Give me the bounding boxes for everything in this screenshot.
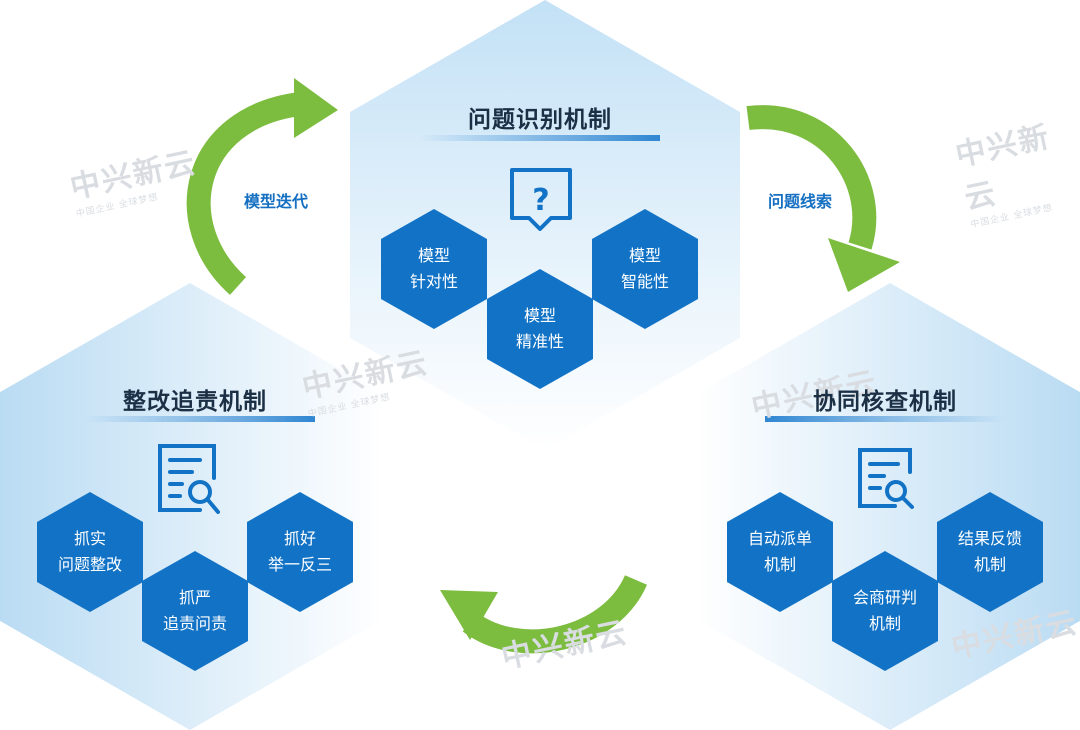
- right-cell-2-hexagon: [832, 551, 938, 671]
- left-cell-3-label: 抓好举一反三: [267, 529, 332, 574]
- left-cell-3-hexagon: [247, 492, 353, 612]
- feedback-loop-arrow: [440, 574, 648, 654]
- top-cell-1-label: 模型针对性: [409, 246, 458, 291]
- top-section-title: 问题识别机制: [468, 107, 612, 133]
- top-cell-1-hexagon: [381, 209, 487, 329]
- svg-text:?: ?: [532, 183, 549, 218]
- document-search-icon: [858, 448, 914, 509]
- model-iteration-arrow: [186, 78, 338, 295]
- top-cell-3-hexagon: [592, 209, 698, 329]
- right-cell-3-label: 结果反馈机制: [957, 529, 1022, 574]
- question-icon: ?: [510, 168, 572, 231]
- left-section-title: 整改追责机制: [123, 389, 267, 415]
- left-cell-1-label: 抓实问题整改: [57, 529, 122, 574]
- left-hexagon: [0, 283, 385, 730]
- left-cell-2-hexagon: [142, 551, 248, 671]
- left-cell-2-label: 抓严追责问责: [162, 588, 227, 633]
- right-section-title: 协同核查机制: [813, 389, 957, 415]
- right-cell-1-label: 自动派单机制: [747, 529, 812, 574]
- right-cell-2-label: 会商研判机制: [852, 588, 917, 633]
- right-title-underline: [765, 416, 1005, 422]
- top-cell-2-label: 模型精准性: [515, 306, 564, 351]
- document-wrench-icon: [158, 444, 220, 514]
- top-cell-2-hexagon: [487, 269, 593, 389]
- top-title-underline: [420, 135, 660, 141]
- right-cell-1-hexagon: [727, 492, 833, 612]
- issue-clues-label: 问题线索: [767, 192, 832, 211]
- issue-clues-arrow: [746, 105, 900, 292]
- right-cell-3-hexagon: [937, 492, 1043, 612]
- top-cell-3-label: 模型智能性: [620, 246, 669, 291]
- model-iteration-label: 模型迭代: [243, 192, 308, 211]
- left-cell-1-hexagon: [37, 492, 143, 612]
- left-title-underline: [85, 416, 315, 422]
